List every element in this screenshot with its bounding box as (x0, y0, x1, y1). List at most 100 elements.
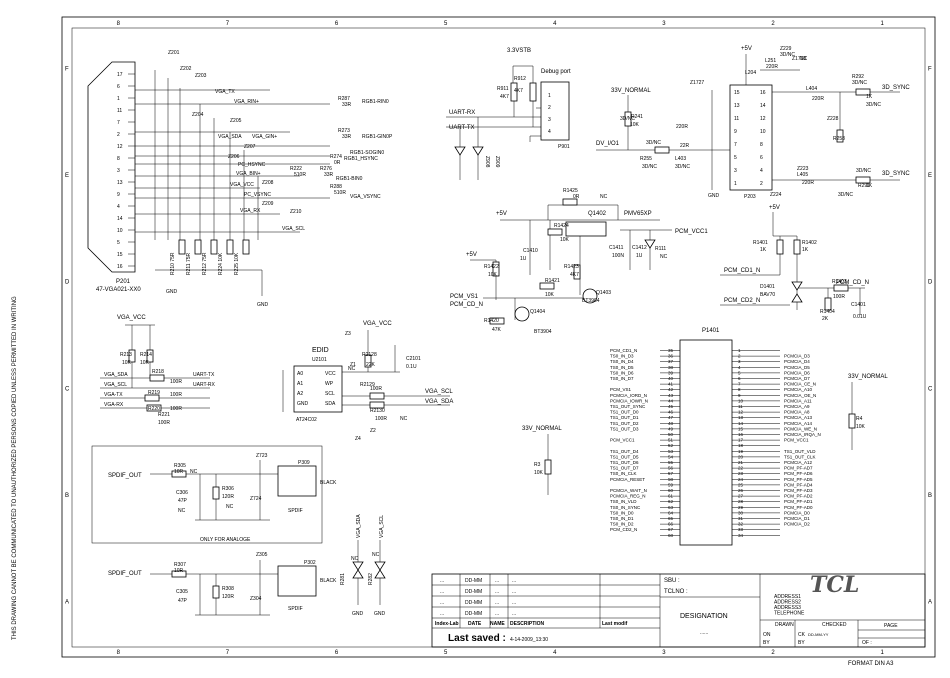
page-label: PAGE (884, 623, 898, 629)
sync-pin-right: 4 (760, 168, 763, 174)
grid-col-label-bottom: 8 (117, 650, 121, 656)
grid-col-label-bottom: 5 (444, 650, 448, 656)
r911-val: 4K7 (500, 94, 509, 100)
sync-part-label: L405 (797, 172, 808, 178)
vga-pin-number: 2 (117, 132, 120, 138)
grid-row-label-right: E (928, 173, 932, 179)
sync-part-label: R241 (631, 114, 643, 120)
sync-part-label: L251 (765, 58, 776, 64)
spdif-part-label: NC (226, 504, 234, 510)
r281-diode-a (352, 561, 364, 571)
pcmcia-net-left: TS0_IN_D2 (610, 522, 634, 527)
ctrl-part-label: C1411 (609, 245, 624, 251)
spdif-name-1: SPDIF (288, 508, 303, 514)
spdif-out-2: SPDIF_OUT (108, 571, 142, 577)
uart-net-right: UART-RX (193, 382, 216, 388)
r1403-body (833, 284, 849, 292)
grid-col-label-top: 8 (117, 21, 121, 27)
vga-zener-ref: Z206 (228, 154, 240, 160)
pcmcia-net-left: PCMCIA_IOWR_N (610, 398, 648, 403)
cd-net-cd: PCM_CD_N (836, 280, 869, 286)
debug-connector (540, 81, 570, 141)
tb-date: DD-MM (465, 578, 482, 584)
vga-zener-ref: Z210 (290, 209, 302, 215)
vga-res-val: 510R (334, 190, 346, 196)
pcmcia-net-right: PCMCIA_A9 (784, 404, 810, 409)
eeprom-part-label: NC (348, 366, 356, 372)
vga-pin-number: 7 (117, 120, 120, 126)
sync-pin-right: 2 (760, 181, 763, 187)
designation-label: DESIGNATION (680, 613, 728, 620)
r4-body (848, 413, 856, 429)
ctrl-part-label: C1412 (632, 245, 647, 251)
tb-address-line: TELEPHONE (774, 611, 805, 617)
ctrl-part-label: R1420 (484, 318, 499, 324)
spdif-zener-ref: Z723 (256, 453, 268, 459)
uart-part-label: 100R (170, 406, 182, 412)
uart-part-label: R220 (148, 406, 160, 412)
sync-part-label: 3D/NC (675, 164, 690, 170)
ctrl-part-label: 1U (520, 256, 527, 262)
tb-index: ... (440, 589, 444, 595)
debug-uart-tx: UART-TX (449, 125, 475, 131)
sync-part-label: R255 (640, 156, 652, 162)
sync-supply2: 33V_NORMAL (611, 88, 651, 94)
r220-body (146, 404, 162, 412)
tb-description: ... (512, 600, 516, 606)
r214-body (146, 349, 154, 363)
grid-col-label-top: 7 (226, 21, 230, 27)
r1402-val: 1K (802, 247, 809, 253)
sbu-label: SBU : (664, 578, 680, 584)
spdif-part-label: R308 (222, 586, 234, 592)
r1401-ref: R1401 (753, 240, 768, 246)
grid-row-label-right: C (928, 386, 933, 392)
ctrl-part-label: 100N (612, 253, 624, 259)
sync-part-label: 1K (866, 94, 873, 100)
sync-part-label: 3D/NC (866, 102, 881, 108)
vga-pulldown-body (242, 239, 250, 255)
vga-res-ref: R288 (330, 184, 342, 190)
sync-net-3d-b: 3D_SYNC (882, 171, 910, 177)
pcmcia-net-right: PCMCIA_D0 (784, 510, 810, 515)
r255-body (654, 146, 670, 154)
pcmcia-net-right: PCM_PF-AD6 (784, 471, 813, 476)
grid-col-label-top: 4 (553, 21, 557, 27)
cd-supply: +5V (769, 205, 780, 211)
vga-res-val: 33R (324, 172, 334, 178)
sync-part-labels: L251220RZ2293D/NCZ1728NCL204R2923D/NC1KL… (620, 46, 881, 198)
vga-pin-number: 1 (117, 96, 120, 102)
pcmcia-net-right: PCMCIA_D6 (784, 370, 810, 375)
vga-pulldown-label: R224 10K (218, 252, 224, 275)
vga-res-net: RGB1-SOGIN0 (350, 150, 384, 156)
d1401-top (791, 281, 803, 291)
eeprom-pin-left: A0 (297, 371, 303, 377)
ctrl-part-label: BT3904 (534, 329, 552, 335)
pcmcia-net-left: TS0_IN_D6 (610, 370, 634, 375)
r2130-body (369, 401, 385, 409)
title-block: ...DD-MM.........DD-MM.........DD-MM....… (431, 572, 926, 648)
vga-res-ref: R273 (338, 128, 350, 134)
eeprom-part-label: 22K (366, 362, 376, 368)
ctrl-part-label: R1422 (484, 264, 499, 270)
spdif-name-2: SPDIF (288, 606, 303, 612)
pcmcia-net-right: PCMCIA_D1 (784, 516, 810, 521)
tb-name: ... (495, 578, 499, 584)
tb-name: ... (495, 589, 499, 595)
sync-pin-right: 10 (760, 129, 766, 135)
uart-supply: VGA_VCC (117, 315, 146, 321)
sync-gnd: GND (708, 193, 720, 199)
pcmcia-net-left: TS1_OUT_D1 (610, 415, 639, 420)
sync-part-label: 3D/NC (780, 52, 795, 58)
vga-net-label: VGA_RIN+ (234, 99, 259, 105)
vga-zener-ref: Z201 (168, 50, 180, 56)
vga-pin-number: 14 (117, 216, 123, 222)
r1425-body (562, 198, 578, 206)
pcmcia-net-left: TS0_IN_VLD (610, 499, 637, 504)
esd-gnd-b: GND (374, 611, 386, 617)
pcmcia-net-left: TS1_OUT_D0 (610, 410, 639, 415)
ctrl-part-label: NC (660, 254, 668, 260)
vga-pulldown-body (178, 239, 186, 255)
